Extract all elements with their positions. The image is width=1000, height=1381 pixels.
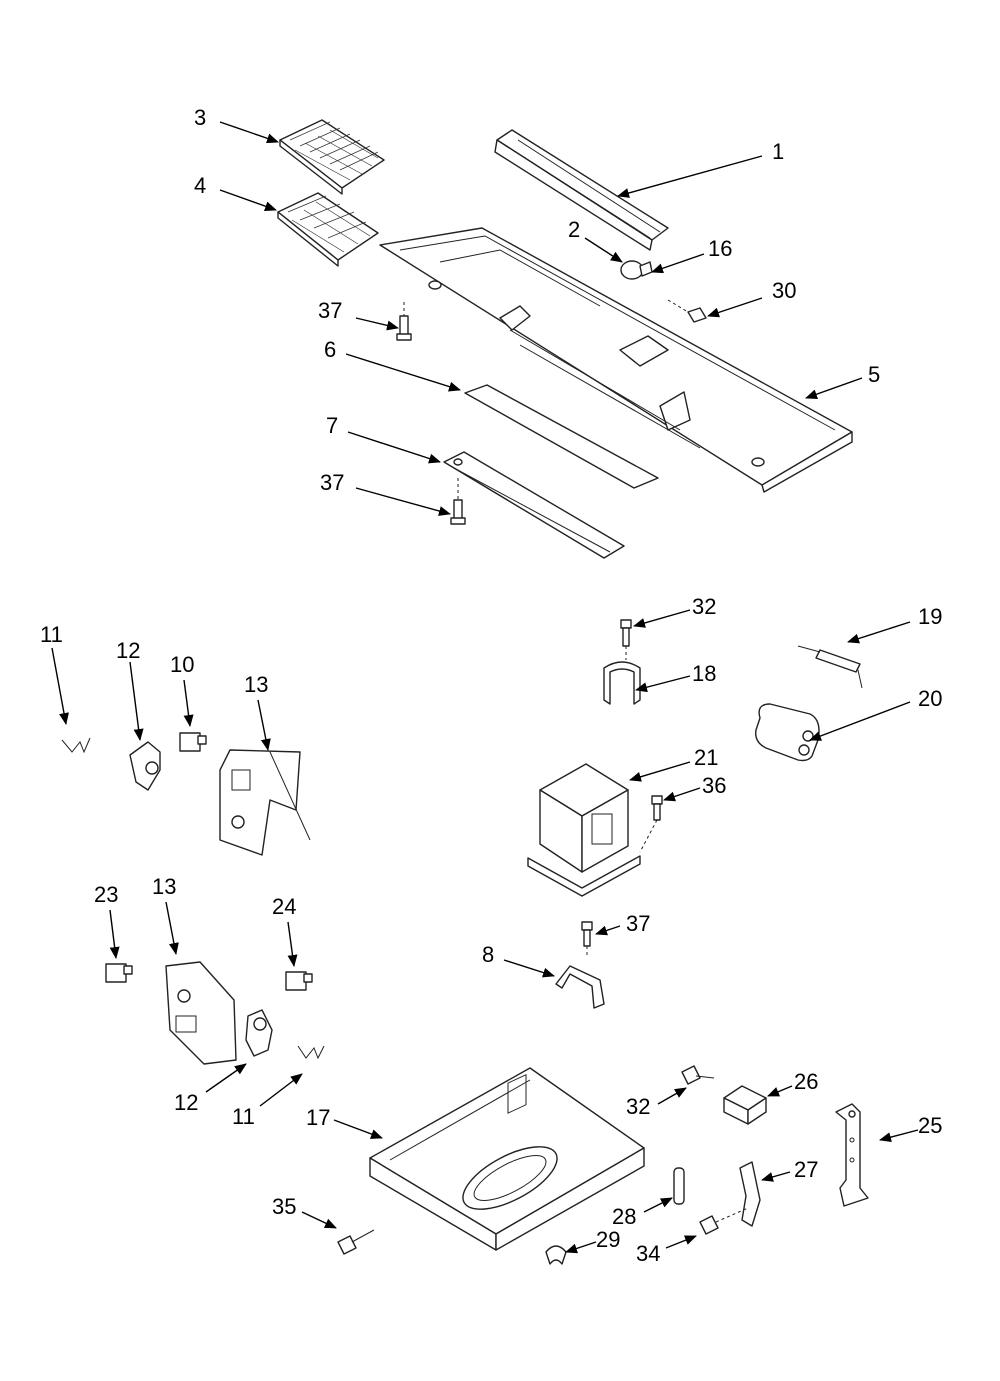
callout-2: 2 bbox=[568, 217, 580, 242]
part-7-light-cover bbox=[443, 451, 625, 559]
callout-11-upper: 11 bbox=[40, 622, 63, 647]
part-2-light-bulb bbox=[620, 260, 653, 280]
callout-37-middle: 37 bbox=[320, 470, 344, 495]
callout-32-lower: 32 bbox=[626, 1094, 650, 1119]
callout-32-upper: 32 bbox=[692, 594, 716, 619]
callout-20: 20 bbox=[918, 686, 942, 711]
callout-8: 8 bbox=[482, 942, 494, 967]
callout-12-upper: 12 bbox=[116, 638, 140, 663]
part-19-diode bbox=[797, 645, 863, 689]
part-23-switch bbox=[105, 963, 133, 983]
callout-11-lower: 11 bbox=[232, 1104, 255, 1129]
part-11-spring-lower bbox=[297, 1045, 325, 1060]
callout-37-upper: 37 bbox=[318, 298, 342, 323]
part-13-interlock-bracket-upper bbox=[219, 749, 311, 856]
callout-29: 29 bbox=[596, 1227, 620, 1252]
callout-23: 23 bbox=[94, 882, 118, 907]
part-1-grille-strip bbox=[494, 129, 669, 251]
callout-12-lower: 12 bbox=[174, 1090, 198, 1115]
callout-25: 25 bbox=[918, 1113, 942, 1138]
callout-13-upper: 13 bbox=[244, 672, 268, 697]
part-12-latch-lever-upper bbox=[129, 741, 161, 791]
callout-27: 27 bbox=[794, 1157, 818, 1182]
part-37-screw-lower bbox=[581, 921, 593, 958]
part-8-bracket bbox=[555, 965, 605, 1009]
part-36-screw bbox=[639, 795, 663, 853]
part-4-filter bbox=[277, 192, 379, 267]
callout-37-lower: 37 bbox=[626, 911, 650, 936]
callout-30: 30 bbox=[772, 278, 796, 303]
callout-10: 10 bbox=[170, 652, 194, 677]
part-26-relay bbox=[723, 1085, 767, 1125]
part-13-interlock-bracket-lower bbox=[165, 961, 237, 1065]
part-24-switch bbox=[285, 971, 313, 991]
part-34-screw bbox=[699, 1207, 749, 1235]
callout-13-lower: 13 bbox=[152, 874, 176, 899]
part-35-screw bbox=[337, 1229, 375, 1255]
callout-6: 6 bbox=[324, 337, 336, 362]
part-5-control-tray bbox=[379, 227, 853, 493]
callout-16: 16 bbox=[708, 236, 732, 261]
part-28-fuse bbox=[673, 1167, 685, 1205]
part-10-switch bbox=[179, 732, 207, 752]
callout-34: 34 bbox=[636, 1241, 660, 1266]
part-37-screw-upper bbox=[396, 302, 412, 341]
part-27-fuse-holder bbox=[739, 1161, 761, 1227]
callout-17: 17 bbox=[306, 1105, 330, 1130]
part-25-mounting-bracket bbox=[835, 1103, 869, 1207]
callout-21: 21 bbox=[694, 745, 718, 770]
part-18-capacitor-bracket bbox=[603, 661, 641, 705]
callout-7: 7 bbox=[326, 413, 338, 438]
part-12-latch-lever-lower bbox=[245, 1009, 273, 1057]
part-17-base-plate bbox=[369, 1067, 645, 1251]
callout-1: 1 bbox=[772, 139, 784, 164]
part-3-filter bbox=[279, 119, 385, 195]
callout-28: 28 bbox=[612, 1204, 636, 1229]
part-6-insulation-strip bbox=[464, 384, 659, 489]
callout-5: 5 bbox=[868, 362, 880, 387]
callout-19: 19 bbox=[918, 604, 942, 629]
part-29-clip bbox=[545, 1245, 567, 1265]
callout-3: 3 bbox=[194, 105, 206, 130]
callout-36: 36 bbox=[702, 773, 726, 798]
callout-labels: 1 2 3 4 16 30 37 6 5 7 37 11 12 10 13 23… bbox=[40, 105, 942, 1266]
part-32-screw-lower bbox=[681, 1065, 715, 1085]
part-11-spring-upper bbox=[61, 737, 91, 754]
callout-35: 35 bbox=[272, 1194, 296, 1219]
leader-lines bbox=[51, 121, 919, 1254]
callout-26: 26 bbox=[794, 1069, 818, 1094]
part-21-transformer bbox=[527, 763, 641, 897]
callout-4: 4 bbox=[194, 173, 206, 198]
part-30-screw bbox=[667, 299, 707, 323]
callout-18: 18 bbox=[692, 661, 716, 686]
part-37-screw-middle bbox=[450, 478, 466, 525]
part-32-screw-upper bbox=[620, 619, 632, 660]
callout-24: 24 bbox=[272, 894, 296, 919]
part-20-capacitor bbox=[755, 703, 820, 762]
